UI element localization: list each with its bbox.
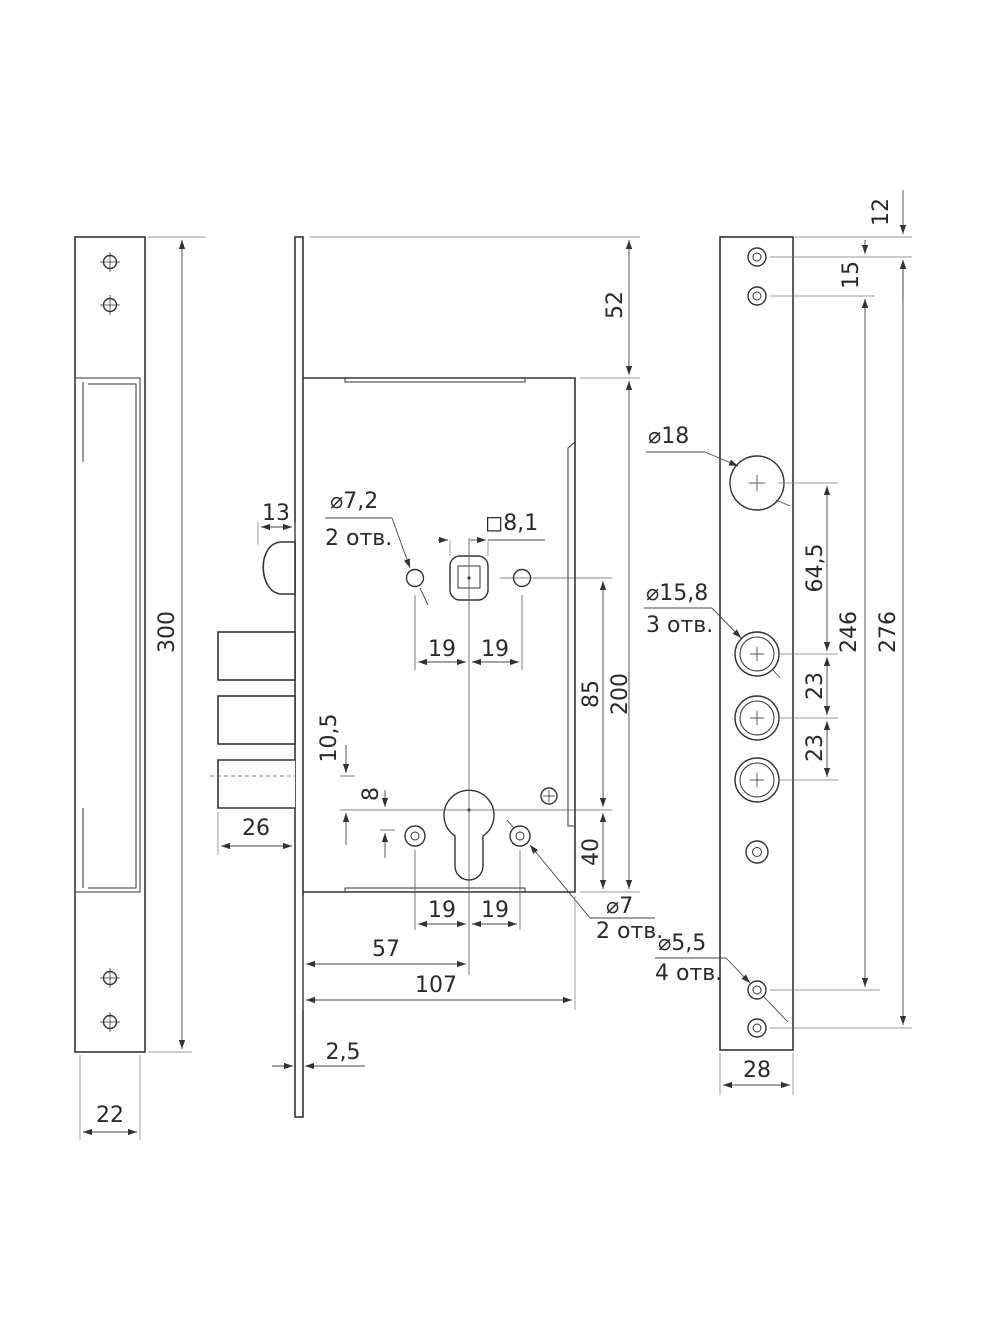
spindle-screw-hole-left <box>405 568 425 588</box>
bolt-holes-count-label: 3 отв. <box>646 613 713 638</box>
faceplate-screw-hole-4 <box>100 1012 120 1032</box>
strike-screw-hole-5 <box>747 1018 767 1038</box>
strike-bolt-hole-3 <box>734 757 780 803</box>
spindle-hole-dia-label: ⌀7,2 <box>330 489 378 514</box>
strike-bolt-hole-1 <box>734 631 780 677</box>
faceplate-screw-hole-2 <box>100 295 120 315</box>
strike-hole-spacing-label: 15 <box>839 261 864 289</box>
strike-screw-hole-4 <box>747 980 767 1000</box>
span-246-label: 246 <box>837 611 862 653</box>
center-distance-label: 85 <box>579 680 604 708</box>
top-offset-label: 52 <box>603 291 628 319</box>
strike-width-label: 28 <box>743 1058 771 1083</box>
cylinder-left-spacing-label: 19 <box>428 898 456 923</box>
bolt-3 <box>217 759 295 809</box>
strike-screw-hole-2 <box>747 286 767 306</box>
bolt-projection-label: 26 <box>242 816 270 841</box>
strike-screw-hole-1 <box>747 247 767 267</box>
faceplate-width-label: 22 <box>96 1103 124 1128</box>
cylinder-screw-hole-right <box>509 825 531 847</box>
bolt-spacing-2-label: 23 <box>803 734 828 762</box>
deadbolt-latch <box>262 541 296 595</box>
bolt-1 <box>217 631 296 681</box>
case-rivet <box>540 787 558 805</box>
faceplate-screw-hole-1 <box>100 252 120 272</box>
strike-plate-view: 12 15 276 246 64,5 23 23 ⌀18 ⌀15,8 3 отв… <box>644 190 912 1095</box>
strike-bolt-hole-2 <box>734 695 780 741</box>
lock-body-side-view: 52 13 ⌀7,2 2 отв. ◻8,1 19 19 85 200 4 <box>210 236 663 1118</box>
cylinder-screw-hole-left <box>404 825 426 847</box>
bolt-holes-dia-label: ⌀15,8 <box>646 581 708 606</box>
faceplate-length-label: 300 <box>155 611 180 653</box>
screw-holes-count-label: 4 отв. <box>655 961 722 986</box>
cylinder-hole-dia-label: ⌀7 <box>606 894 633 919</box>
cylinder-right-spacing-label: 19 <box>481 898 509 923</box>
span-276-label: 276 <box>876 611 901 653</box>
spindle-holes-count-label: 2 отв. <box>325 526 392 551</box>
strike-screw-hole-3 <box>745 840 769 864</box>
square-spindle-label: ◻8,1 <box>485 511 538 536</box>
cylinder-offset-label: 8 <box>359 787 384 801</box>
bottom-offset-label: 40 <box>579 838 604 866</box>
deadbolt-width-label: 13 <box>262 501 290 526</box>
screw-holes-dia-label: ⌀5,5 <box>658 931 706 956</box>
strike-top-gap-label: 12 <box>869 198 894 226</box>
strike-big-hole <box>729 455 785 511</box>
spindle-right-spacing-label: 19 <box>481 637 509 662</box>
latch-offset-label: 10,5 <box>317 714 342 763</box>
case-height-label: 200 <box>608 673 633 715</box>
cylinder-holes-count-label: 2 отв. <box>596 919 663 944</box>
bolt-spacing-1-label: 23 <box>803 672 828 700</box>
big-hole-dia-label: ⌀18 <box>648 424 689 449</box>
plate-thickness-label: 2,5 <box>326 1040 361 1065</box>
case-width-label: 107 <box>415 973 457 998</box>
big-to-bolt-label: 64,5 <box>803 544 828 593</box>
bolt-2 <box>217 695 296 745</box>
spindle-left-spacing-label: 19 <box>428 637 456 662</box>
faceplate-screw-hole-3 <box>100 968 120 988</box>
backset-label: 57 <box>372 937 400 962</box>
faceplate-front-view: 300 22 <box>74 236 205 1140</box>
